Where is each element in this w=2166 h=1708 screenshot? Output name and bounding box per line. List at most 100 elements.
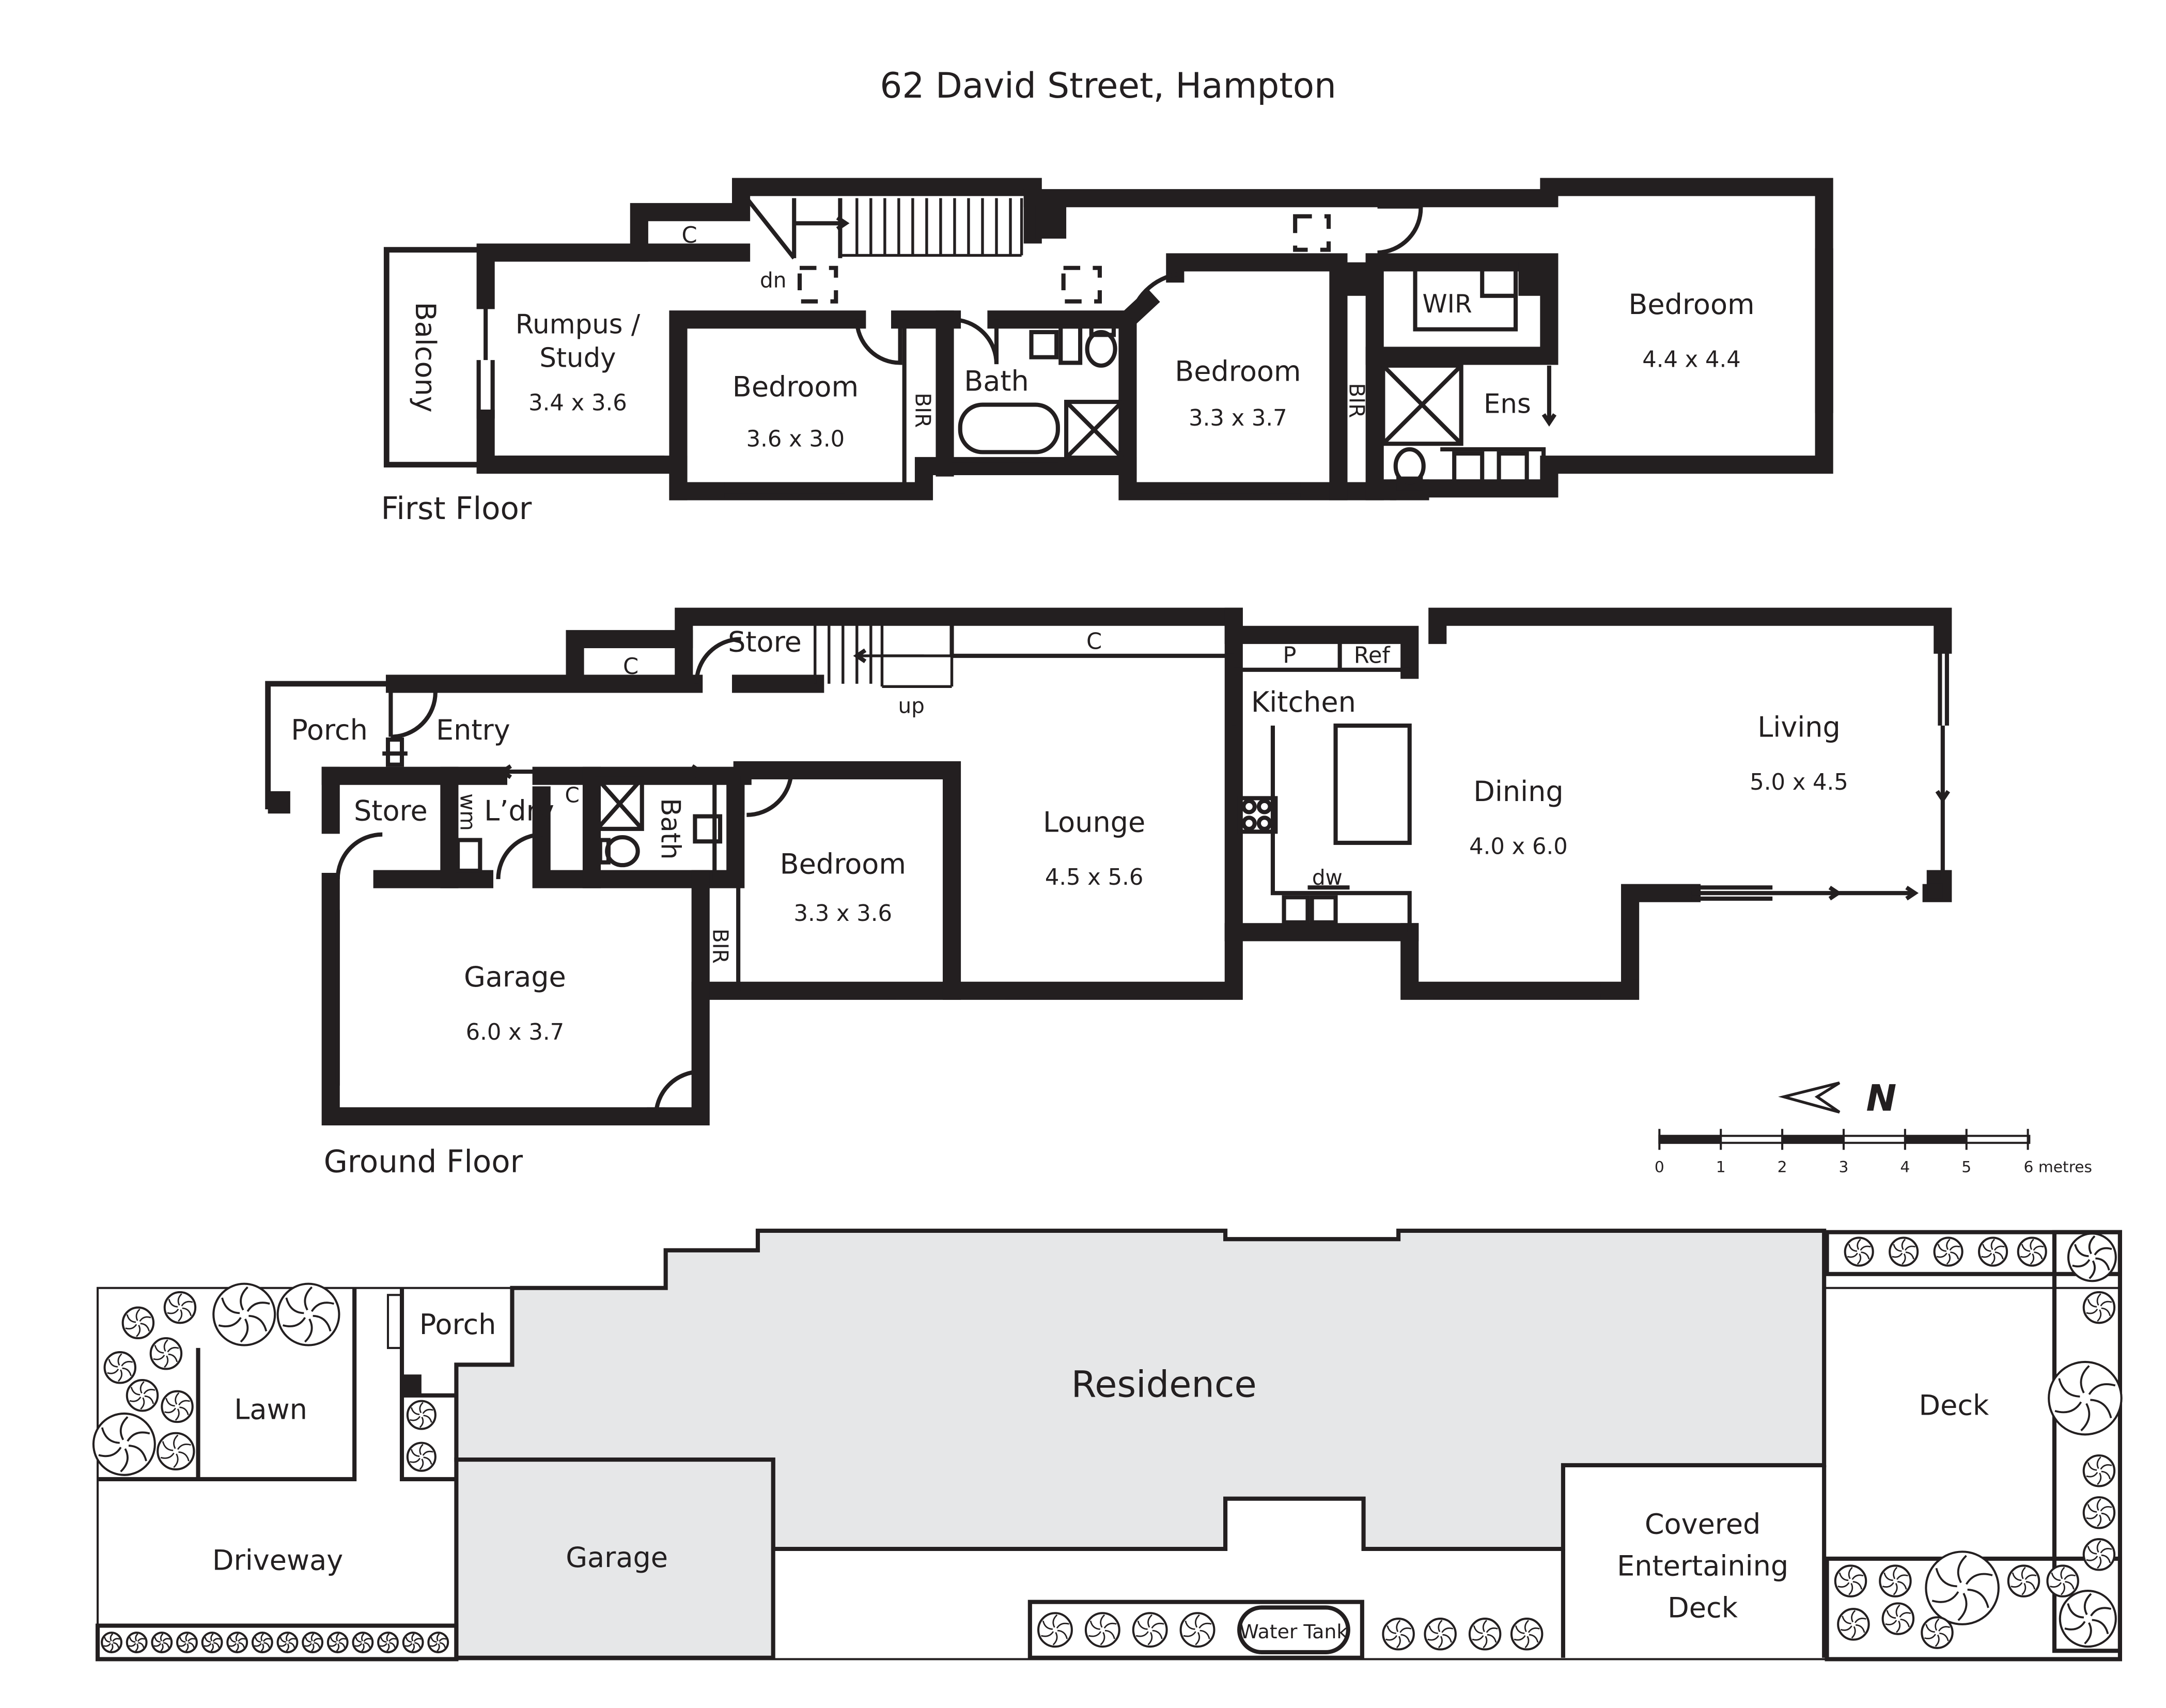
scale-tick: 2 [1778,1158,1787,1177]
site-plan: Lawn Porch Driveway Garage Residence Wat… [92,1228,2123,1662]
shrub-icon [126,1379,159,1412]
toilet-icon [1085,330,1117,368]
door-swing [1377,204,1423,255]
shrub-icon [92,1412,156,1476]
shrub-icon [2067,1232,2117,1282]
bathtub-icon [958,402,1060,455]
garage-label: Garage [464,961,566,993]
gf-windows [760,885,1773,999]
shrub-icon [1881,1602,1915,1635]
washing-machine-icon [456,838,482,873]
shrub-icon [2059,1590,2117,1648]
shrub-icon [276,1282,340,1346]
shrub-icon [2082,1454,2116,1487]
shrub-icon [1837,1608,1870,1641]
north-label: N [1866,1077,1897,1120]
door-swing [1128,271,1184,319]
shrub-icon [2082,1291,2116,1324]
ff-stair-treads [840,198,1023,257]
ground-floor-outer-wall [385,607,1419,693]
shrub-icon [1037,1612,1073,1648]
shrub-icon [326,1632,349,1653]
gf-stairs [814,617,954,688]
gf-dining-bottom-wall [1400,884,1701,1000]
lawn-outline [196,1288,357,1481]
scale-tick: 1 [1716,1158,1726,1177]
ff-bed1-dim: 3.6 x 3.0 [746,427,845,452]
skylight [1293,214,1331,252]
site-lawn-label: Lawn [234,1393,307,1426]
porch-outline [265,681,391,810]
rumpus-dim: 3.4 x 3.6 [528,390,627,416]
door-swing [746,770,793,817]
shrub-icon [427,1632,449,1653]
ff-bed3-label: Bedroom [1628,288,1754,321]
site-driveway-label: Driveway [212,1544,343,1577]
sink-icon [1310,895,1338,924]
skylight [1061,265,1102,304]
wir-label: WIR [1423,290,1472,319]
ff-bed3-dim: 4.4 x 4.4 [1642,347,1741,373]
first-floor-plan: Balcony C dn Rumpus / Study 3.4 x 3.6 Be… [381,178,1833,527]
ff-bed1-label: Bedroom [733,370,859,403]
shrub-icon [1132,1612,1168,1648]
ff-bed1-wall [669,310,866,500]
shrub-icon [1879,1564,1912,1597]
door-swing [496,832,543,880]
gf-closet3-label: C [565,783,579,808]
gf-bedroom-label: Bedroom [780,848,906,880]
basin-icon [1497,451,1529,484]
shrub-icon [1382,1618,1415,1651]
residence-footprint [454,1228,1827,1552]
shrub-icon [149,1337,183,1370]
stair-up-label: up [898,694,924,718]
scale-tick: 0 [1655,1158,1664,1177]
site-residence-label: Residence [1071,1363,1257,1405]
gf-store-top-label: Store [728,626,802,659]
covered-deck-label-2: Entertaining [1617,1549,1788,1582]
ff-stairs [745,197,850,260]
lounge-dim: 4.5 x 5.6 [1045,865,1144,890]
door-swing [653,1069,703,1117]
shrub-icon [1510,1618,1544,1651]
rumpus-label: Rumpus / [516,309,641,340]
ref-label: Ref [1354,643,1391,668]
shrub-icon [1889,1236,1919,1267]
cooktop-icon [1237,796,1278,834]
ens-label: Ens [1484,389,1531,420]
ff-bath-label: Bath [964,365,1029,398]
scale-tick: 6 metres [2024,1158,2093,1177]
gf-porch-label: Porch [291,714,368,746]
ff-bed2-dim: 3.3 x 3.7 [1189,405,1287,431]
water-tank-icon [1237,1605,1350,1654]
door-swing [952,317,999,365]
rumpus-label-2: Study [539,343,616,374]
shrub-icon [226,1632,248,1653]
scale-tick: 5 [1961,1158,1971,1177]
shrub-icon [161,1390,194,1423]
shrub-icon [1084,1612,1120,1648]
dining-dim: 4.0 x 6.0 [1469,834,1568,859]
pantry-label: P [1283,643,1296,668]
ff-bed2-label: Bedroom [1175,355,1301,388]
shrub-icon [163,1291,197,1324]
shrub-icon [406,1400,437,1430]
living-label: Living [1757,711,1841,744]
shrub-icon [121,1306,155,1340]
shrub-icon [1844,1236,1874,1267]
ff-windows [476,248,1833,500]
skylight [797,265,838,304]
shrub-icon [2048,1360,2123,1436]
living-dim: 5.0 x 4.5 [1750,770,1848,795]
shower-icon [595,776,644,831]
shrub-icon [1978,1236,2008,1267]
ground-floor-plan: Porch Entry C Store up C P Ref Kitchen S… [265,607,1952,1180]
ff-bir1-label: BIR [910,393,935,428]
shrub-icon [2082,1538,2116,1571]
shrub-icon [1424,1618,1457,1651]
kitchen-label: Kitchen [1251,686,1356,718]
gf-bedroom-dim: 3.3 x 3.6 [794,901,893,927]
shrub-icon [2046,1564,2079,1597]
shrub-icon [406,1441,437,1472]
